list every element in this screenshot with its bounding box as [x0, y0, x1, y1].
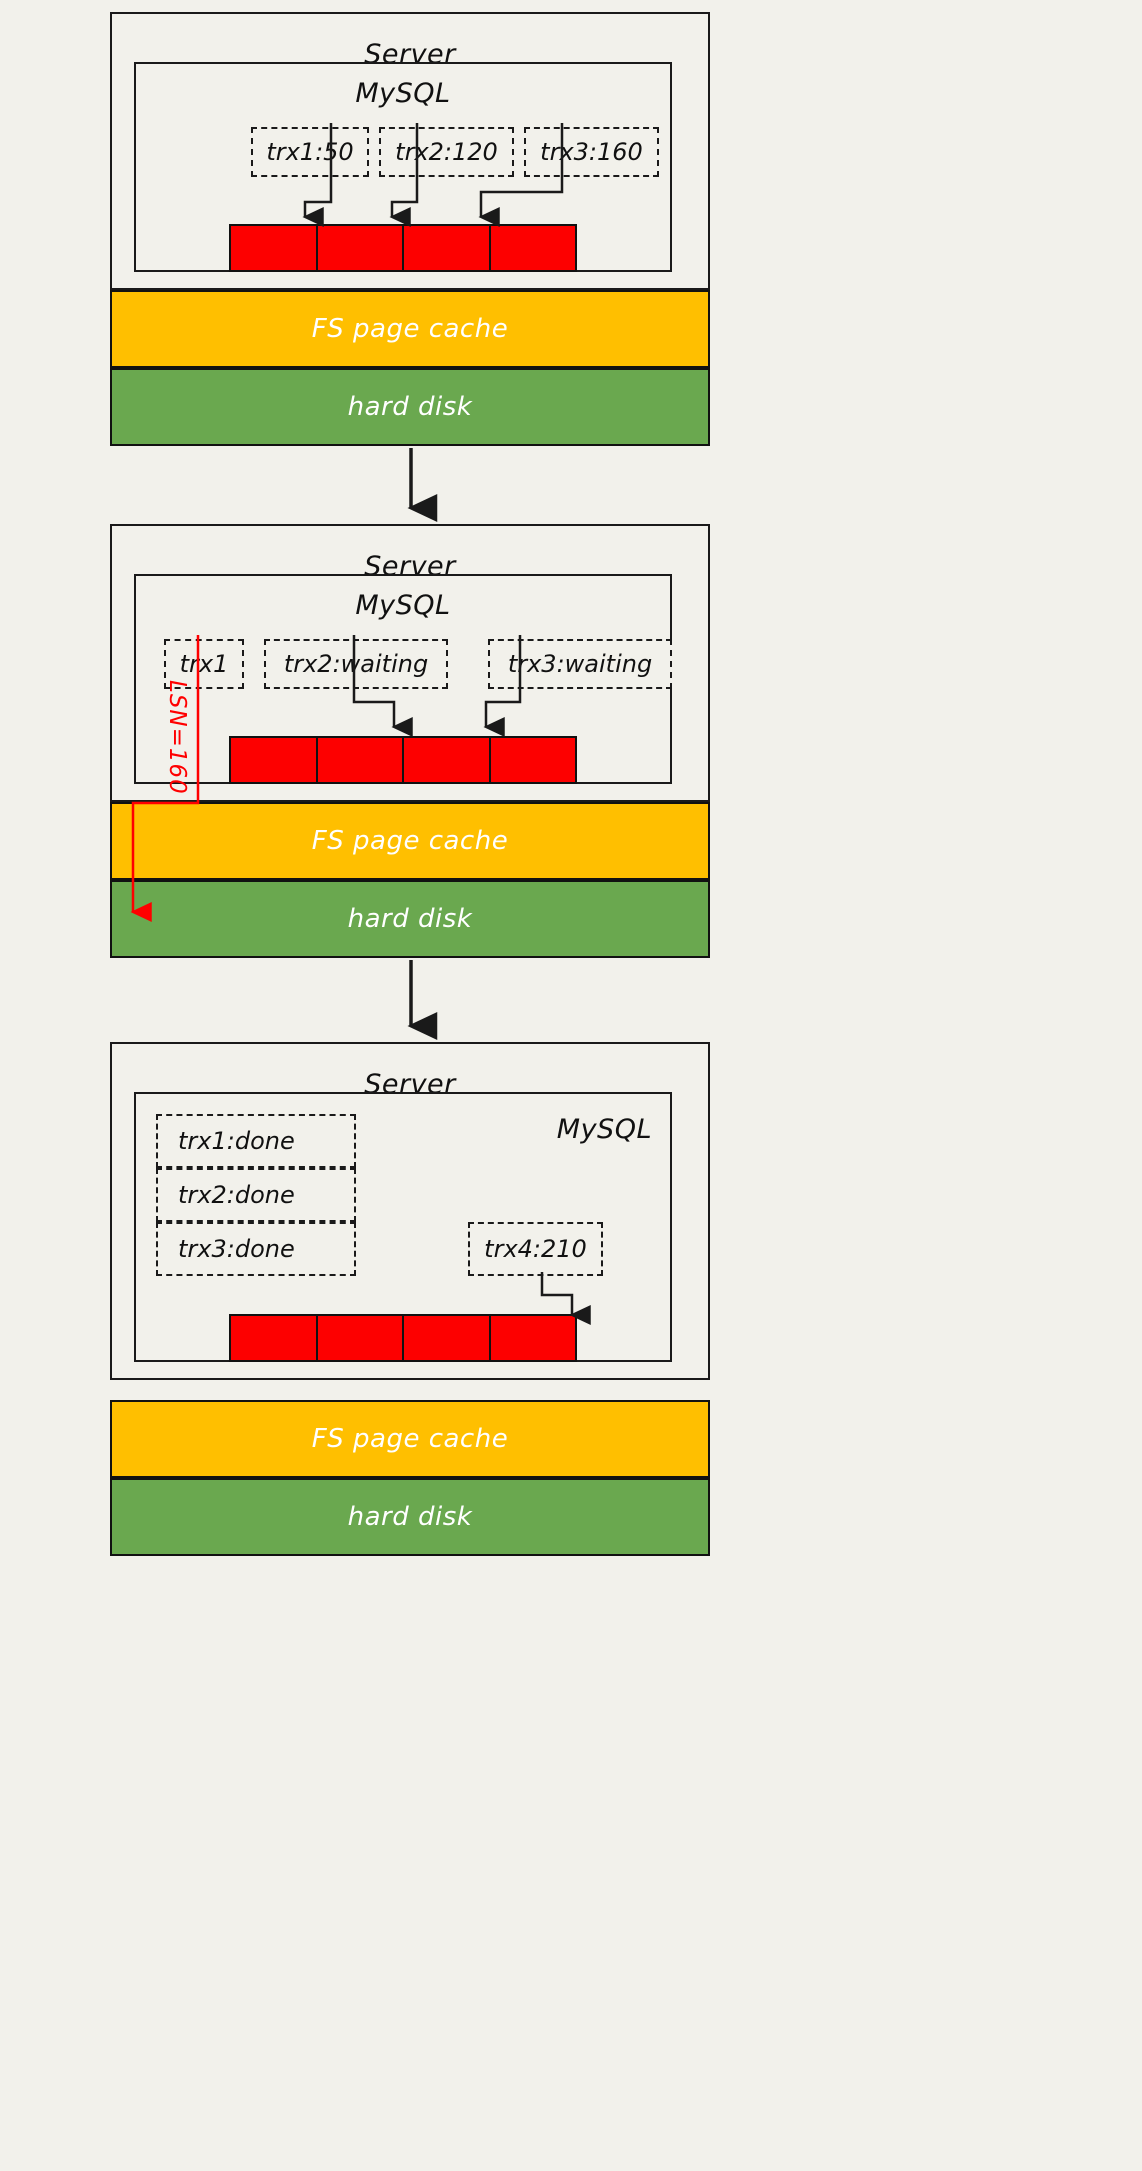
panel-3-trx-done-2-label: trx2:done: [178, 1181, 295, 1209]
redo-log-segment: [231, 226, 318, 270]
redo-log-segment: [231, 1316, 318, 1360]
panel-3-trx-done-2[interactable]: trx2:done: [156, 1168, 356, 1222]
redo-log-segment: [491, 226, 576, 270]
redo-log-segment: [404, 1316, 491, 1360]
panel-1-trx-1[interactable]: trx1:50: [251, 127, 369, 177]
panel-3-trx-4-label: trx4:210: [484, 1235, 587, 1263]
redo-log-segment: [318, 226, 404, 270]
panel-2-server-box: Server MySQL trx1 trx2:waiting trx3:wait…: [110, 524, 710, 802]
panel-3-hard-disk: hard disk: [110, 1478, 710, 1556]
panel-3-hard-disk-label: hard disk: [347, 1502, 473, 1532]
redo-log-segment: [318, 738, 404, 782]
redo-log-segment: [404, 226, 491, 270]
redo-log-segment: [491, 1316, 576, 1360]
panel-1-hard-disk: hard disk: [110, 368, 710, 446]
panel-2-fs-page-cache-label: FS page cache: [311, 826, 509, 856]
panel-2-trx-3[interactable]: trx3:waiting: [488, 639, 672, 689]
panel-2-hard-disk: hard disk: [110, 880, 710, 958]
redo-log-segment: [491, 738, 576, 782]
panel-1-server-box: Server MySQL trx1:50 trx2:120 trx3:160: [110, 12, 710, 290]
panel-3-trx-done-1[interactable]: trx1:done: [156, 1114, 356, 1168]
panel-3-server-box: Server MySQL trx1:done trx2:done trx3:do…: [110, 1042, 710, 1380]
panel-2-trx-1-label: trx1: [179, 650, 229, 678]
panel-2-lsn-label: LSN=160: [164, 680, 190, 795]
panel-1-trx-2[interactable]: trx2:120: [379, 127, 514, 177]
panel-3-redo-log: [229, 1314, 577, 1362]
panel-3-fs-page-cache: FS page cache: [110, 1400, 710, 1478]
panel-1-fs-page-cache-label: FS page cache: [311, 314, 509, 344]
panel-3-mysql-label: MySQL: [556, 1114, 652, 1145]
panel-2-fs-page-cache: FS page cache: [110, 802, 710, 880]
panel-2-trx-3-label: trx3:waiting: [507, 650, 653, 678]
panel-1-fs-page-cache: FS page cache: [110, 290, 710, 368]
panel-1-trx-3-label: trx3:160: [540, 138, 643, 166]
panel-3-trx-4[interactable]: trx4:210: [468, 1222, 603, 1276]
panel-3-trx-done-3[interactable]: trx3:done: [156, 1222, 356, 1276]
panel-3-trx-done-1-label: trx1:done: [178, 1127, 295, 1155]
panel-1-hard-disk-label: hard disk: [347, 392, 473, 422]
panel-2-mysql-label: MySQL: [355, 590, 451, 621]
panel-1-trx-1-label: trx1:50: [266, 138, 354, 166]
panel-3-fs-page-cache-label: FS page cache: [311, 1424, 509, 1454]
panel-1-mysql-box: MySQL trx1:50 trx2:120 trx3:160: [134, 62, 672, 272]
redo-log-segment: [231, 738, 318, 782]
panel-1-redo-log: [229, 224, 577, 272]
panel-2-redo-log: [229, 736, 577, 784]
redo-log-segment: [404, 738, 491, 782]
panel-3-trx-done-3-label: trx3:done: [178, 1235, 295, 1263]
panel-1-trx-2-label: trx2:120: [395, 138, 498, 166]
redo-log-segment: [318, 1316, 404, 1360]
panel-2-trx-2-label: trx2:waiting: [283, 650, 429, 678]
panel-3-mysql-box: MySQL trx1:done trx2:done trx3:done trx4…: [134, 1092, 672, 1362]
panel-1-trx-3[interactable]: trx3:160: [524, 127, 659, 177]
panel-2-trx-2[interactable]: trx2:waiting: [264, 639, 448, 689]
panel-1-mysql-label: MySQL: [355, 78, 451, 109]
panel-2-hard-disk-label: hard disk: [347, 904, 473, 934]
panel-2-mysql-box: MySQL trx1 trx2:waiting trx3:waiting: [134, 574, 672, 784]
